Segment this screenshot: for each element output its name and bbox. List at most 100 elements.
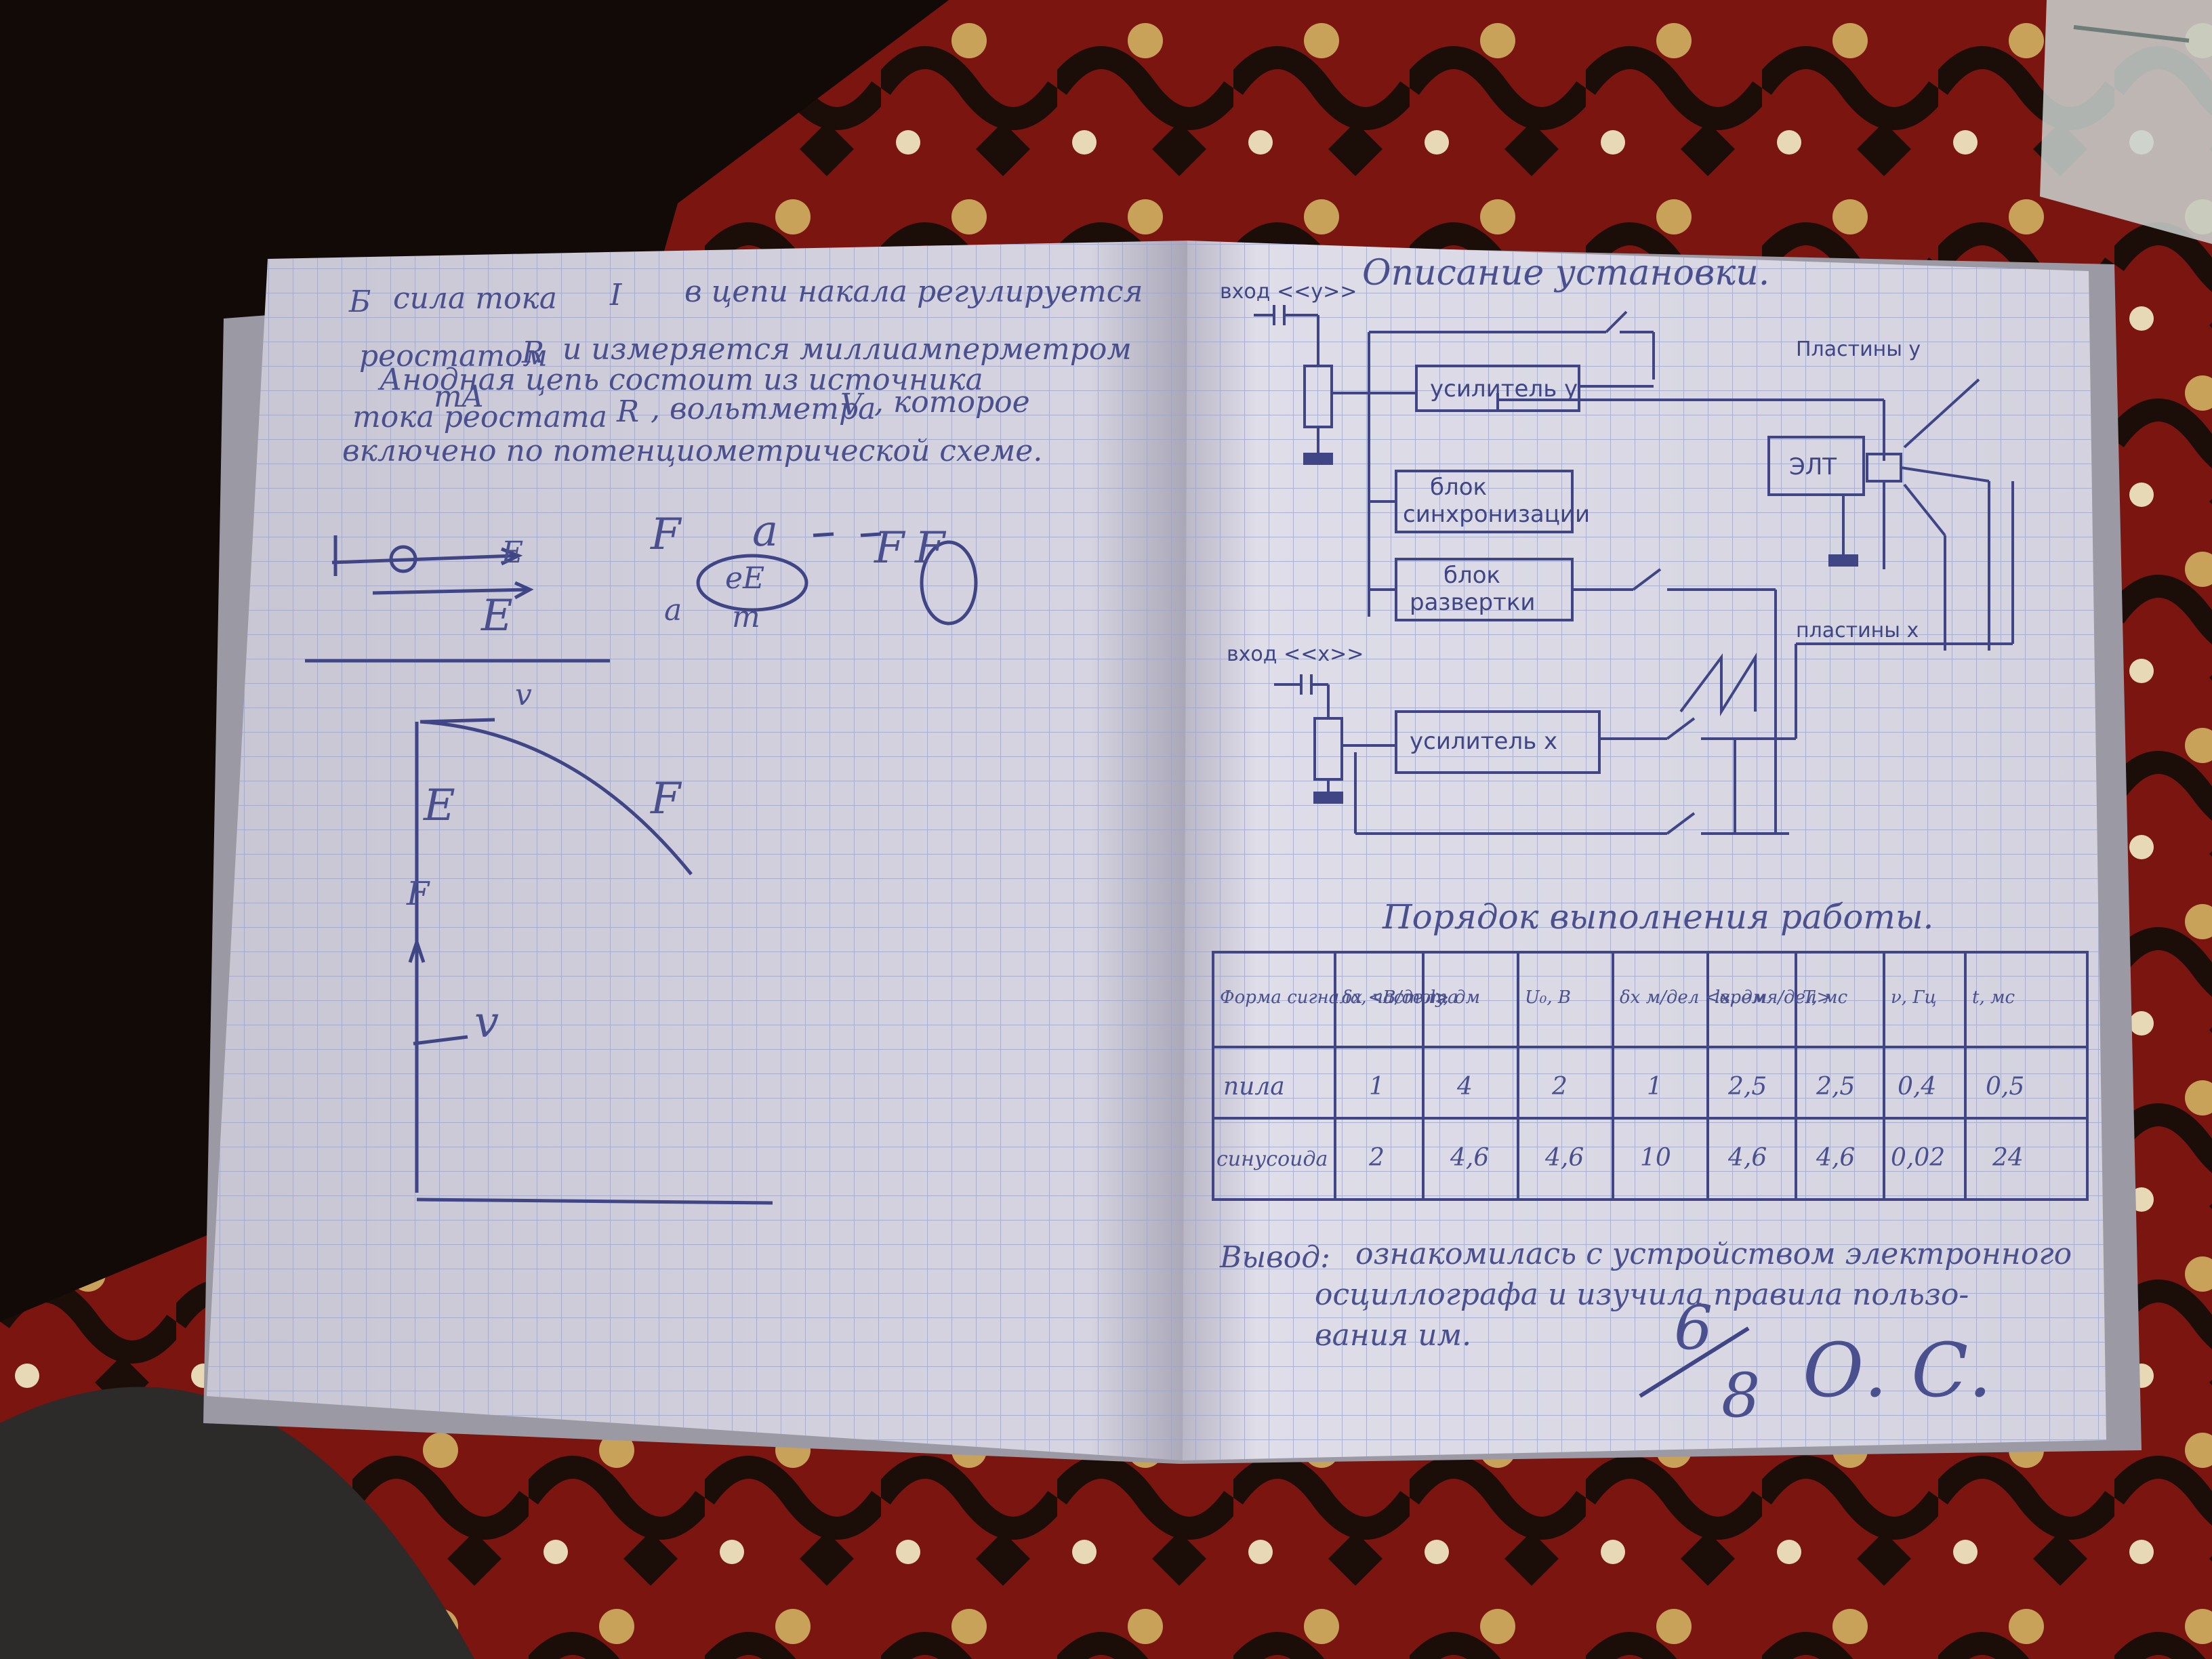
note-text: R: [521, 335, 544, 370]
grade-mark: 6 8: [1639, 1292, 1760, 1431]
svg-text:пила: пила: [1223, 1073, 1285, 1101]
plates-x-label: пластины x: [1796, 619, 1919, 642]
svg-text:10: 10: [1640, 1144, 1671, 1172]
conclusion-line: осциллографа и изучила правила пользо-: [1315, 1277, 1969, 1312]
svg-text:развертки: развертки: [1410, 589, 1535, 616]
conclusion-label: Вывод:: [1219, 1240, 1330, 1275]
sketch-label: F: [650, 774, 682, 824]
svg-text:Б: Б: [348, 285, 371, 319]
plates-y-label: Пластины y: [1796, 337, 1921, 361]
table-cell: 2: [1368, 1144, 1385, 1172]
table-cell: 2,5: [1727, 1073, 1767, 1101]
svg-text:t, мс: t, мс: [1972, 987, 2015, 1008]
sweep-block-label: развертки: [1410, 589, 1535, 616]
svg-text:О. С.: О. С.: [1803, 1327, 1992, 1414]
note-text: сила тока: [393, 281, 557, 316]
table-cell: 10: [1640, 1144, 1671, 1172]
table-cell: 0,4: [1898, 1073, 1936, 1101]
sketch-label: E: [480, 591, 513, 641]
svg-text:4: 4: [1456, 1073, 1473, 1101]
svg-text:Форма сигнала, частота: Форма сигнала, частота: [1220, 987, 1458, 1008]
sketch-label: F: [406, 875, 430, 913]
svg-text:в цепи накала регулируется: в цепи накала регулируется: [684, 274, 1143, 309]
sketch-labels: F a F F E a eE m E v E F F v: [406, 506, 947, 1048]
svg-text:ЭЛТ: ЭЛТ: [1789, 453, 1837, 480]
svg-text:v: v: [474, 998, 499, 1048]
sketch-label: a: [664, 593, 682, 628]
diagram-labels: вход <<y>> усилитель y блок синхронизаци…: [1220, 280, 1921, 755]
note-text: включено по потенциометрической схеме.: [342, 434, 1042, 468]
svg-text:ознакомилась с устройством эле: ознакомилась с устройством электронного: [1355, 1237, 2072, 1271]
svg-text:Описание установки.: Описание установки.: [1362, 253, 1769, 293]
table-cell: 4: [1456, 1073, 1473, 1101]
svg-text:сила тока: сила тока: [393, 281, 557, 316]
sweep-block-label: блок: [1443, 562, 1500, 589]
svg-text:, которое: , которое: [874, 385, 1030, 419]
sync-block-label: блок: [1430, 474, 1487, 501]
svg-text:R: R: [521, 335, 544, 370]
table-row: пила 1 4 2 1 2,5 2,5 0,4 0,5: [1223, 1073, 2024, 1101]
note-text: , вольтметра: [651, 392, 876, 426]
table-cell: 0,5: [1986, 1073, 2024, 1101]
input-x-label: вход <<x>>: [1227, 642, 1364, 666]
sketch-label: a: [752, 506, 778, 556]
svg-text:m: m: [732, 600, 760, 634]
svg-text:δx м/дел <время/дел>: δx м/дел <время/дел>: [1620, 987, 1831, 1008]
sync-block-label: синхронизации: [1403, 501, 1590, 528]
table-row: синусоида 2 4,6 4,6 10 4,6 4,6 0,02 24: [1216, 1144, 2024, 1172]
table-cell: 0,02: [1891, 1144, 1945, 1172]
svg-text:2,5: 2,5: [1816, 1073, 1855, 1101]
table-cell: 4,6: [1544, 1144, 1584, 1172]
table-header: ly, дм: [1430, 987, 1480, 1008]
amplifier-x-label: усилитель x: [1410, 728, 1557, 755]
svg-text:E: E: [501, 535, 523, 570]
table-header: t, мс: [1972, 987, 2015, 1008]
svg-text:усилитель y: усилитель y: [1430, 375, 1578, 403]
svg-text:4,6: 4,6: [1816, 1144, 1855, 1172]
table-header: U₀, B: [1525, 987, 1571, 1008]
table-headers: Форма сигнала, частота δx <B/дел> ly, дм…: [1220, 987, 2015, 1008]
table-header: lx, дм: [1715, 987, 1767, 1008]
grade-bottom: 8: [1721, 1360, 1760, 1431]
ruler: [2040, 0, 2212, 244]
table-cell: 4,6: [1450, 1144, 1489, 1172]
svg-text:ly, дм: ly, дм: [1430, 987, 1480, 1008]
table-cell: синусоида: [1216, 1147, 1328, 1171]
table-cell: пила: [1223, 1073, 1285, 1101]
right-page-content: Описание установки.: [1212, 253, 2089, 1431]
conclusion-line: вания им.: [1315, 1318, 1471, 1353]
sketch-label: v: [515, 678, 532, 712]
note-text: тока реостата: [352, 400, 607, 434]
svg-text:v: v: [515, 678, 532, 712]
svg-text:синусоида: синусоида: [1216, 1147, 1328, 1171]
svg-text:8: 8: [1721, 1360, 1760, 1431]
svg-text:Вывод:: Вывод:: [1219, 1240, 1330, 1275]
physics-sketches: [305, 532, 978, 1205]
sketch-label: m: [732, 600, 760, 634]
signature-text: О. С.: [1803, 1327, 1992, 1414]
svg-text:0,02: 0,02: [1891, 1144, 1945, 1172]
grade-top: 6: [1674, 1292, 1713, 1364]
svg-text:пластины x: пластины x: [1796, 619, 1919, 642]
svg-text:блок: блок: [1430, 474, 1487, 501]
table-header: T, мс: [1803, 987, 1848, 1008]
svg-text:1: 1: [1369, 1073, 1385, 1101]
svg-text:a: a: [664, 593, 682, 628]
svg-text:4,6: 4,6: [1727, 1144, 1767, 1172]
svg-text:mA: mA: [434, 380, 484, 414]
sketch-label: E: [501, 535, 523, 570]
setup-title: Описание установки.: [1362, 253, 1769, 293]
svg-text:реостатом: реостатом: [359, 339, 548, 373]
svg-text:U₀, B: U₀, B: [1525, 987, 1571, 1008]
sketch-label: F: [874, 523, 906, 573]
procedure-title: Порядок выполнения работы.: [1382, 897, 1933, 937]
svg-text:a: a: [752, 506, 778, 556]
svg-text:I: I: [609, 278, 623, 312]
svg-text:Анодная цепь состоит из источн: Анодная цепь состоит из источника: [377, 363, 983, 397]
note-text: Анодная цепь состоит из источника: [377, 363, 983, 397]
svg-text:R: R: [616, 394, 639, 429]
svg-text:включено по потенциометрическо: включено по потенциометрической схеме.: [342, 434, 1042, 468]
svg-text:2: 2: [1368, 1144, 1385, 1172]
note-text: , которое: [874, 385, 1030, 419]
